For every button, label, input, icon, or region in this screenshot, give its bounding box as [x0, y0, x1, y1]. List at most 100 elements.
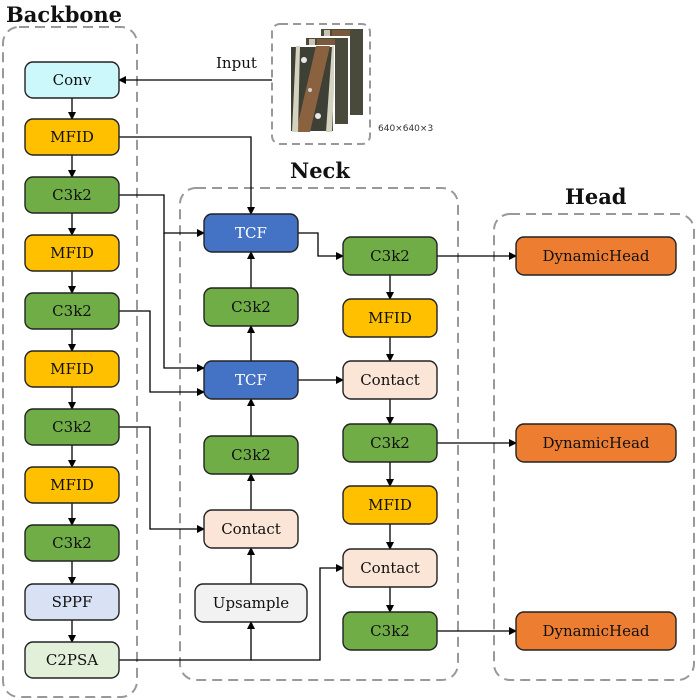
node-n-c3k2-c: C3k2: [342, 236, 438, 276]
edge-c3k2-1-tcf2: [163, 233, 205, 372]
node-box: [203, 360, 299, 400]
backbone-group: [2, 26, 138, 698]
node-n-mfid-a: MFID: [342, 298, 438, 338]
node-label: C3k2: [370, 247, 410, 265]
node-n-c3k2-e: C3k2: [342, 611, 438, 651]
node-box: [24, 408, 120, 446]
input-image-stack: [271, 23, 371, 145]
node-n-mfid-b: MFID: [342, 485, 438, 525]
node-label: DynamicHead: [542, 622, 649, 640]
backbone-title: Backbone: [6, 2, 122, 27]
node-n-c3k2-d: C3k2: [342, 423, 438, 463]
node-box: [342, 360, 438, 400]
node-box: [24, 524, 120, 562]
node-label: MFID: [368, 496, 412, 514]
node-label: MFID: [50, 360, 94, 378]
neck-title: Neck: [290, 158, 350, 183]
node-label: TCF: [235, 371, 267, 389]
node-dh1: DynamicHead: [515, 236, 677, 276]
input-image-1: [289, 45, 335, 133]
node-label: C3k2: [52, 302, 92, 320]
edges: [68, 76, 517, 661]
node-box: [24, 641, 120, 679]
node-box: [24, 466, 120, 504]
node-label: Conv: [53, 71, 92, 89]
edge-c3k2-2-tcf2: [119, 310, 205, 396]
node-box: [24, 176, 120, 214]
node-c3k2-4: C3k2: [24, 524, 120, 562]
node-box: [342, 548, 438, 588]
node-mfid2: MFID: [24, 234, 120, 272]
node-box: [515, 236, 677, 276]
node-box: [24, 583, 120, 621]
nodes: ConvMFIDC3k2MFIDC3k2MFIDC3k2MFIDC3k2SPPF…: [24, 61, 677, 679]
node-label: SPPF: [52, 593, 93, 611]
node-label: C3k2: [370, 622, 410, 640]
node-box: [203, 287, 299, 327]
node-sppf: SPPF: [24, 583, 120, 621]
node-label: MFID: [368, 309, 412, 327]
node-box: [203, 213, 299, 253]
node-contact1: Contact: [203, 509, 299, 549]
node-tcf1: TCF: [203, 213, 299, 253]
node-conv: Conv: [24, 61, 120, 99]
edge-c3k2-3-contact1: [119, 426, 205, 533]
node-label: MFID: [50, 244, 94, 262]
node-label: C3k2: [52, 186, 92, 204]
node-label: DynamicHead: [542, 434, 649, 452]
node-box: [515, 611, 677, 651]
node-label: C3k2: [231, 298, 271, 316]
node-label: Upsample: [213, 594, 290, 612]
edge-c2psa-contact3: [251, 564, 344, 661]
node-box: [342, 423, 438, 463]
node-box: [24, 234, 120, 272]
head-group: [493, 213, 695, 681]
node-label: DynamicHead: [542, 247, 649, 265]
node-box: [24, 118, 120, 156]
node-c3k2-3: C3k2: [24, 408, 120, 446]
node-label: Contact: [360, 371, 420, 389]
node-box: [194, 583, 308, 623]
node-box: [24, 350, 120, 388]
input-label: Input: [216, 54, 257, 72]
node-box: [342, 236, 438, 276]
node-box: [24, 61, 120, 99]
node-n-c3k2-b: C3k2: [203, 435, 299, 475]
edge-tcf1-c3k2-c: [298, 232, 344, 260]
node-label: TCF: [235, 224, 267, 242]
edge-c3k2-1-tcf1: [119, 194, 205, 237]
node-n-c3k2-a: C3k2: [203, 287, 299, 327]
neck-group: [179, 187, 459, 681]
node-mfid4: MFID: [24, 466, 120, 504]
node-label: MFID: [50, 128, 94, 146]
node-label: C3k2: [52, 534, 92, 552]
node-label: C2PSA: [46, 651, 98, 669]
node-c2psa: C2PSA: [24, 641, 120, 679]
node-contact3: Contact: [342, 548, 438, 588]
node-label: Contact: [221, 520, 281, 538]
node-label: Contact: [360, 559, 420, 577]
node-mfid1: MFID: [24, 118, 120, 156]
node-label: C3k2: [52, 418, 92, 436]
node-tcf2: TCF: [203, 360, 299, 400]
node-box: [203, 509, 299, 549]
node-box: [342, 298, 438, 338]
edge-mfid1-tcf1: [119, 136, 255, 215]
node-label: MFID: [50, 476, 94, 494]
node-mfid3: MFID: [24, 350, 120, 388]
node-box: [342, 611, 438, 651]
node-dh3: DynamicHead: [515, 611, 677, 651]
node-box: [515, 423, 677, 463]
node-box: [342, 485, 438, 525]
node-c3k2-2: C3k2: [24, 292, 120, 330]
node-box: [24, 292, 120, 330]
input-size-label: 640×640×3: [378, 124, 433, 134]
node-label: C3k2: [231, 446, 271, 464]
head-title: Head: [565, 184, 627, 209]
node-contact2: Contact: [342, 360, 438, 400]
node-dh2: DynamicHead: [515, 423, 677, 463]
node-c3k2-1: C3k2: [24, 176, 120, 214]
edge-c2psa-upsample: [119, 621, 255, 661]
node-label: C3k2: [370, 434, 410, 452]
